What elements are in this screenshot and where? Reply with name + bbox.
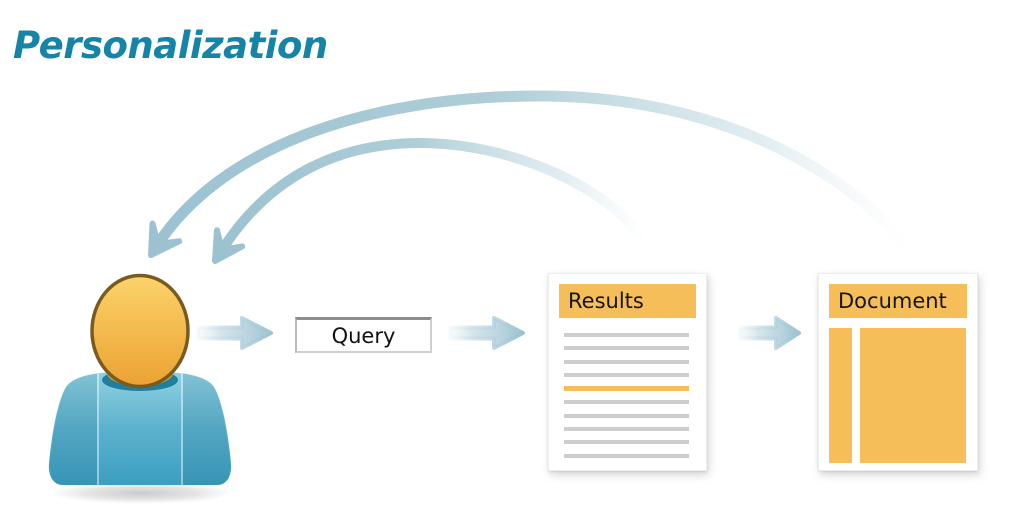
document-body xyxy=(829,328,966,463)
feedback-arrowhead-inner-icon xyxy=(212,227,246,264)
arrow-results-to-document-icon xyxy=(738,316,801,350)
person-shadow xyxy=(50,482,234,504)
feedback-arrow-from-results xyxy=(217,137,651,253)
query-label: Query xyxy=(331,323,396,348)
result-line xyxy=(564,372,689,377)
user-person-icon xyxy=(45,270,235,506)
result-line xyxy=(564,440,689,445)
result-line-highlighted xyxy=(564,386,689,392)
document-card: Document xyxy=(818,273,978,471)
document-title: Document xyxy=(838,289,947,313)
result-line xyxy=(564,453,689,458)
result-line xyxy=(564,359,689,364)
person-arm-right xyxy=(183,373,231,485)
document-sidebar-block xyxy=(829,328,852,463)
result-line xyxy=(564,413,689,418)
person-seam-right xyxy=(181,373,183,485)
result-line xyxy=(564,333,689,337)
results-header: Results xyxy=(559,284,696,318)
person-seam-left xyxy=(97,373,99,485)
person-arm-left xyxy=(49,373,97,485)
query-box: Query xyxy=(295,317,432,353)
document-content-block xyxy=(860,328,966,463)
result-line xyxy=(564,346,689,351)
arrow-query-to-results-icon xyxy=(448,316,525,350)
results-title: Results xyxy=(568,289,644,313)
document-header: Document xyxy=(829,284,967,318)
person-body xyxy=(48,371,232,485)
result-line xyxy=(564,427,689,432)
results-card: Results xyxy=(548,273,707,471)
results-lines xyxy=(564,333,689,458)
feedback-arrowhead-outer-icon xyxy=(148,220,183,258)
person-head xyxy=(90,273,190,389)
feedback-arrow-from-document xyxy=(153,90,913,252)
page-title: Personalization xyxy=(13,24,328,67)
result-line xyxy=(564,400,689,405)
